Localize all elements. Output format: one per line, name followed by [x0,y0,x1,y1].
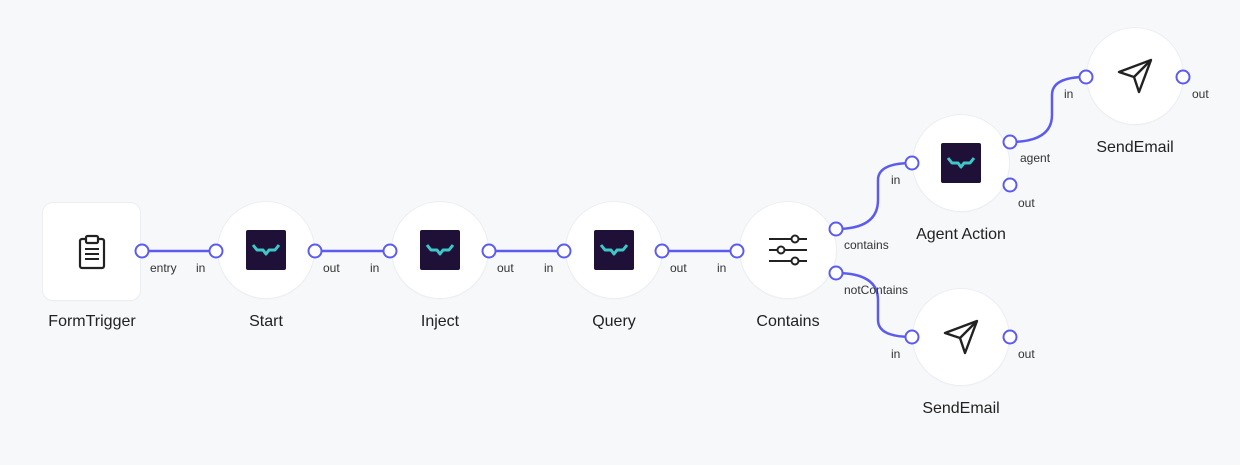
paper-plane-icon [943,319,979,355]
clipboard-icon [78,234,105,269]
node-label-query: Query [592,313,636,330]
node-label-send-email-top: SendEmail [1096,139,1174,156]
node-label-form-trigger: FormTrigger [48,313,136,330]
edge-contains-sendemail-bottom [835,271,913,339]
node-inject[interactable] [392,202,488,298]
port-in-send-email-bottom[interactable] [904,329,920,345]
port-in-start[interactable] [208,243,224,259]
node-start[interactable] [218,202,314,298]
port-out-query[interactable] [654,243,670,259]
agent-icon [594,230,634,270]
port-label-in: in [196,261,206,275]
port-label-out: out [670,261,687,275]
port-in-agent-action[interactable] [904,155,920,171]
port-label-agent: agent [1020,151,1051,165]
port-label-contains: contains [844,238,889,252]
port-label-in: in [544,261,554,275]
node-query[interactable] [566,202,662,298]
port-label-in: in [891,173,901,187]
port-out-contains-true[interactable] [828,221,844,237]
node-send-email-bottom[interactable] [913,289,1009,385]
node-label-send-email-bottom: SendEmail [922,400,1000,417]
port-out-agent-action[interactable] [1002,177,1018,193]
node-label-contains: Contains [756,313,820,330]
port-out-form-trigger[interactable] [134,243,150,259]
port-label-in: in [370,261,380,275]
edge-agentaction-sendemail-top [1009,75,1087,144]
node-label-inject: Inject [420,313,460,330]
port-label-notcontains: notContains [844,283,909,297]
port-label-in: in [1064,87,1074,101]
port-agent-agent-action[interactable] [1002,134,1018,150]
port-in-contains[interactable] [729,243,745,259]
node-form-trigger[interactable] [43,203,140,300]
port-label-entry: entry [150,261,177,275]
port-label-out: out [323,261,340,275]
port-out-send-email-top[interactable] [1175,69,1191,85]
node-label-start: Start [249,313,283,330]
port-label-out: out [497,261,514,275]
port-out-contains-false[interactable] [828,265,844,281]
paper-plane-icon [1117,58,1153,94]
port-out-inject[interactable] [481,243,497,259]
port-in-query[interactable] [556,243,572,259]
node-send-email-top[interactable] [1087,28,1183,124]
sliders-icon [769,234,807,266]
agent-icon [941,143,981,183]
port-label-in: in [717,261,727,275]
port-out-start[interactable] [307,243,323,259]
node-label-agent-action: Agent Action [916,226,1006,243]
edge-contains-agentaction [835,161,913,231]
node-contains[interactable] [740,202,836,298]
port-in-inject[interactable] [382,243,398,259]
port-label-out: out [1018,347,1035,361]
port-label-out: out [1192,87,1209,101]
port-in-send-email-top[interactable] [1078,69,1094,85]
node-agent-action[interactable] [913,115,1009,211]
port-label-out: out [1018,196,1035,210]
port-out-send-email-bottom[interactable] [1002,329,1018,345]
agent-icon [246,230,286,270]
agent-icon [420,230,460,270]
port-label-in: in [891,347,901,361]
